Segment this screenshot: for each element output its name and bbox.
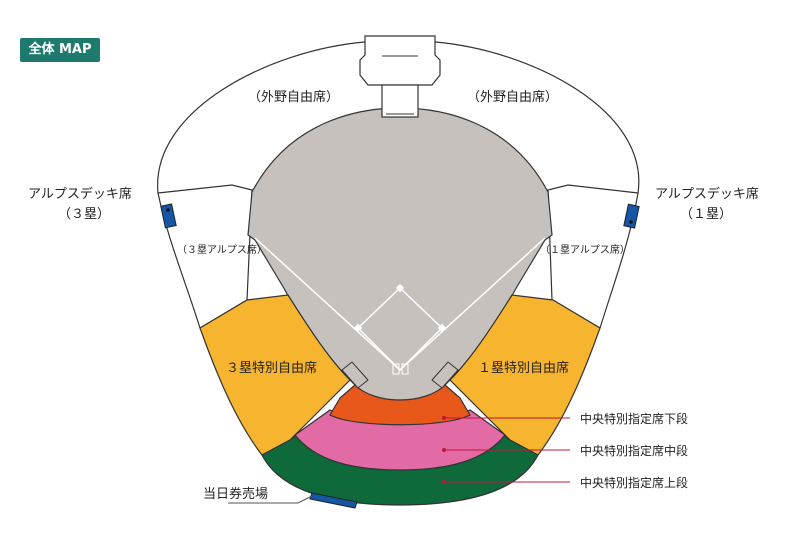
- backscreen: [381, 84, 419, 118]
- label-alps-deck-right-2: （１塁）: [680, 207, 732, 222]
- alps-deck-1st-marker: [623, 203, 640, 229]
- leader-center-upper-dot: [442, 480, 446, 484]
- leader-ticket-office: [228, 495, 313, 504]
- label-center-upper: 中央特別指定席上段: [580, 475, 688, 490]
- leader-center-lower-dot: [442, 416, 446, 420]
- label-special3: ３塁特別自由席: [226, 360, 317, 376]
- label-outfield-right: （外野自由席）: [467, 89, 558, 105]
- dugout-3rd: [341, 361, 369, 389]
- scoreboard: [359, 35, 441, 86]
- label-outfield-left: （外野自由席）: [248, 89, 339, 105]
- label-ticket-office: 当日券売場: [203, 486, 268, 502]
- third-base: [353, 323, 363, 333]
- diamond: [356, 286, 444, 372]
- leader-center-middle-dot: [442, 448, 446, 452]
- alps-deck-3rd-marker: [160, 203, 177, 229]
- batter-box-right: [401, 363, 409, 375]
- label-alps-deck-left-2: （３塁）: [58, 207, 110, 222]
- second-base: [395, 283, 405, 293]
- label-special1: １塁特別自由席: [478, 360, 569, 376]
- alps-deck-3rd-dot: [166, 208, 170, 212]
- special-seats-1st: [449, 294, 601, 456]
- label-alps3: （３塁アルプス席）: [177, 243, 267, 256]
- alps-deck-1st-dot: [629, 220, 633, 224]
- label-alps-deck-left-1: アルプスデッキ席: [28, 186, 132, 202]
- center-lower-seats: [329, 384, 471, 426]
- dugout-1st: [431, 361, 459, 389]
- special-seats-3rd: [199, 294, 351, 456]
- label-alps1: （１塁アルプス席）: [540, 243, 630, 256]
- map-title-badge: 全体 MAP: [20, 38, 100, 62]
- batter-box-left: [392, 363, 400, 375]
- label-center-middle: 中央特別指定席中段: [580, 443, 688, 458]
- foul-line-3rd: [254, 237, 401, 371]
- first-base: [437, 323, 447, 333]
- label-alps-deck-right-1: アルプスデッキ席: [655, 186, 759, 202]
- label-center-lower: 中央特別指定席下段: [580, 411, 688, 426]
- foul-line-1st: [399, 237, 546, 371]
